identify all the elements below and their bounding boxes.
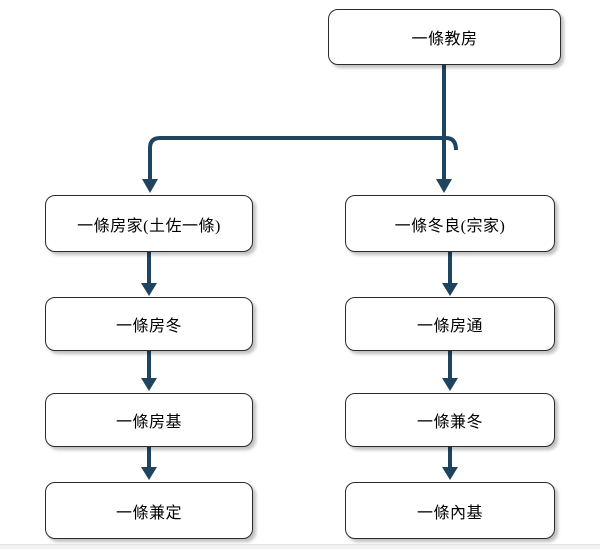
arrowhead-left-2 [141,378,157,391]
node-right-child-2: 一條兼冬 [345,393,555,447]
node-left-child-3: 一條兼定 [45,482,253,539]
arrowhead-right-1 [442,283,458,296]
arrowhead-right-2 [442,378,458,391]
arrowhead-left-branch [142,179,158,193]
node-left-child-2: 一條房基 [45,393,253,447]
page-edge-strip [0,544,600,549]
node-left-head: 一條房家(土佐一條) [45,195,253,252]
arrowhead-right-branch [436,179,452,193]
connector-root-to-left [148,136,458,180]
arrowhead-left-1 [141,283,157,296]
node-right-child-3: 一條內基 [345,482,555,539]
arrowhead-left-3 [141,467,157,480]
node-root: 一條教房 [328,9,561,65]
node-right-child-1: 一條房通 [345,297,555,351]
arrowhead-right-3 [442,467,458,480]
node-right-head: 一條冬良(宗家) [345,195,555,252]
node-left-child-1: 一條房冬 [45,297,253,351]
